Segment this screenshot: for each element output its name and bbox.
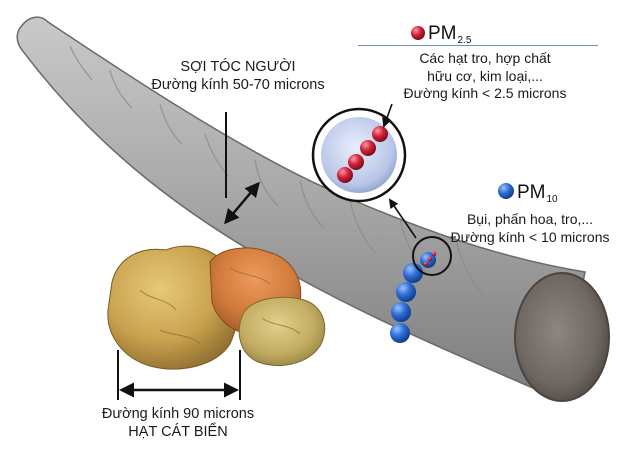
hair-diameter: Đường kính 50-70 microns xyxy=(151,77,325,94)
zoom-arrow xyxy=(388,198,417,239)
pm25-particle xyxy=(372,126,388,142)
sand-grain-right xyxy=(238,296,326,366)
pm10-particle xyxy=(403,263,423,283)
sand-diameter: Đường kính 90 microns xyxy=(101,406,255,422)
pm25-title-sub: 2.5 xyxy=(457,35,472,46)
hair-label: SỢI TÓC NGƯỜI Đường kính 50-70 microns xyxy=(138,58,338,94)
pm10-title-main: PM xyxy=(517,182,546,203)
sand-name: HẠT CÁT BIỂN xyxy=(128,424,228,441)
pm25-desc-line1: Các hạt tro, hợp chất xyxy=(419,50,551,66)
pm25-particle xyxy=(348,154,364,170)
pm25-desc-line2: hữu cơ, kim loại,... xyxy=(427,67,543,84)
pm10-desc-line2: Đường kính < 10 microns xyxy=(450,228,610,245)
pm25-legend-dot xyxy=(411,26,425,40)
hair-diameter-arrow xyxy=(224,181,260,225)
pm25-desc-line3: Đường kính < 2.5 microns xyxy=(403,85,567,101)
pm10-particle xyxy=(391,302,411,322)
pm10-title: PM10 xyxy=(517,182,558,205)
sand-label: Đường kính 90 microns HẠT CÁT BIỂN xyxy=(88,405,268,441)
sand-grains xyxy=(107,245,326,370)
pm25-pointer-arrow xyxy=(382,103,393,128)
pm25-divider xyxy=(358,45,598,46)
pm25-tiny-chain xyxy=(423,251,437,267)
pm25-particle xyxy=(360,140,376,156)
pm25-title-main: PM xyxy=(428,23,457,44)
hair-cuticle-lines xyxy=(69,45,485,297)
pm10-particle xyxy=(390,323,410,343)
pm10-particle xyxy=(396,282,416,302)
pm10-legend-dot xyxy=(498,183,514,199)
pm25-particle xyxy=(337,167,353,183)
pm25-description: Các hạt tro, hợp chất hữu cơ, kim loại,.… xyxy=(385,50,585,103)
hair-cross-section xyxy=(514,272,610,402)
pm25-title: PM2.5 xyxy=(428,23,471,46)
pm25-zoom-source-ring xyxy=(412,236,452,276)
pm10-description: Bụi, phấn hoa, tro,... Đường kính < 10 m… xyxy=(440,211,620,246)
pm10-desc-line1: Bụi, phấn hoa, tro,... xyxy=(466,211,594,227)
pm10-title-sub: 10 xyxy=(546,194,558,205)
hair-name: SỢI TÓC NGƯỜI xyxy=(180,59,296,75)
pm25-magnified-chain xyxy=(337,126,388,183)
